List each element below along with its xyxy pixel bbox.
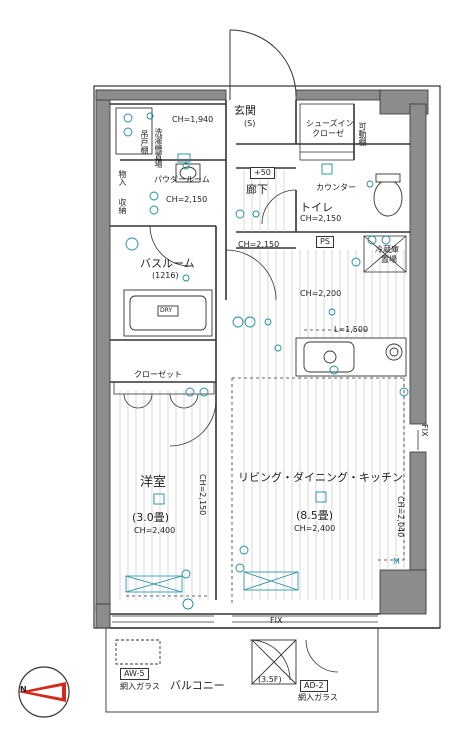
fix-side-label: FIX <box>420 424 429 437</box>
bathroom-label: バスルーム <box>140 257 195 270</box>
window-boxes <box>125 571 299 593</box>
ldk-size: (8.5畳) <box>296 509 334 522</box>
toilet-label: トイレ <box>300 201 333 214</box>
fix-bottom-label: FIX <box>270 616 283 625</box>
western-room-label: 洋室 <box>140 475 167 490</box>
exterior-walls <box>95 89 429 629</box>
laundry-label-1: 洗濯機置場 <box>154 128 163 168</box>
corridor-label: 廊下 <box>246 183 268 196</box>
movable-shelf-label: 可動棚 <box>358 122 367 146</box>
fridge-label-1: 冷蔵庫 <box>375 245 399 254</box>
vanity-fixture <box>175 163 201 183</box>
fridge-label-2: 置場 <box>381 255 397 264</box>
closet-shelves <box>113 103 355 395</box>
storage-label-2: 収納 <box>118 198 127 214</box>
ch-2040-vertical: CH=2,040 <box>396 496 405 538</box>
bathroom-size: (1216) <box>152 271 179 280</box>
fridge-space <box>363 235 407 273</box>
aw5-glass: 網入ガラス <box>120 682 160 691</box>
closet-doors <box>123 393 199 409</box>
aw5-label: AW-5 <box>120 668 149 680</box>
shoes-closet-label-1: シューズイン <box>306 119 354 128</box>
l-1500: L=1,500 <box>334 325 369 334</box>
western-room-size: (3.0畳) <box>132 511 170 524</box>
counter-label: カウンター <box>316 183 356 192</box>
ldk-label: リビング・ダイニング・キッチン <box>238 471 403 484</box>
balcony-label: バルコニー <box>170 679 225 692</box>
compass-label: N <box>20 685 27 694</box>
ps-label: PS <box>316 236 334 248</box>
ldk-ch: CH=2,400 <box>294 524 336 533</box>
entrance-label: 玄関 <box>234 104 256 117</box>
entrance-door <box>229 29 297 100</box>
floor-hatch <box>119 170 405 600</box>
shoes-closet-label-2: クローゼ <box>312 129 344 138</box>
ch-2150-vertical: CH=2,150 <box>198 474 207 516</box>
balcony-area <box>105 627 379 713</box>
powder-room-label: パウダールーム <box>154 175 210 184</box>
equipment-symbols <box>123 112 409 610</box>
m-mark: M <box>393 557 400 566</box>
dashed-lines <box>126 329 405 606</box>
ch-2200: CH=2,200 <box>300 289 342 298</box>
toilet-ch: CH=2,150 <box>300 214 342 223</box>
bathtub <box>123 289 213 337</box>
compass-icon <box>18 666 70 718</box>
ch-2150-corridor: CH=2,150 <box>238 240 280 249</box>
window-marks <box>112 430 419 623</box>
washer-pan <box>115 107 153 155</box>
western-room-ch: CH=2,400 <box>134 526 176 535</box>
corridor-mark: +50 <box>250 167 275 179</box>
kitchen <box>295 337 407 377</box>
storage-label-1: 物入 <box>118 170 127 186</box>
ad2-glass: 網入ガラス <box>298 693 338 702</box>
ch-1940: CH=1,940 <box>172 115 214 124</box>
powder-room-ch: CH=2,150 <box>166 195 208 204</box>
laundry-label-2: 吊戸棚 <box>140 130 149 154</box>
toilet-fixture <box>373 173 403 217</box>
ad2-label: AD-2 <box>300 680 328 692</box>
bath-panel: DRY <box>160 307 173 314</box>
entrance-tag: (S) <box>244 119 256 128</box>
outdoor-unit-label: (3.5F) <box>258 675 282 684</box>
closet-label: クローゼット <box>134 370 182 379</box>
door-swings <box>149 189 339 681</box>
